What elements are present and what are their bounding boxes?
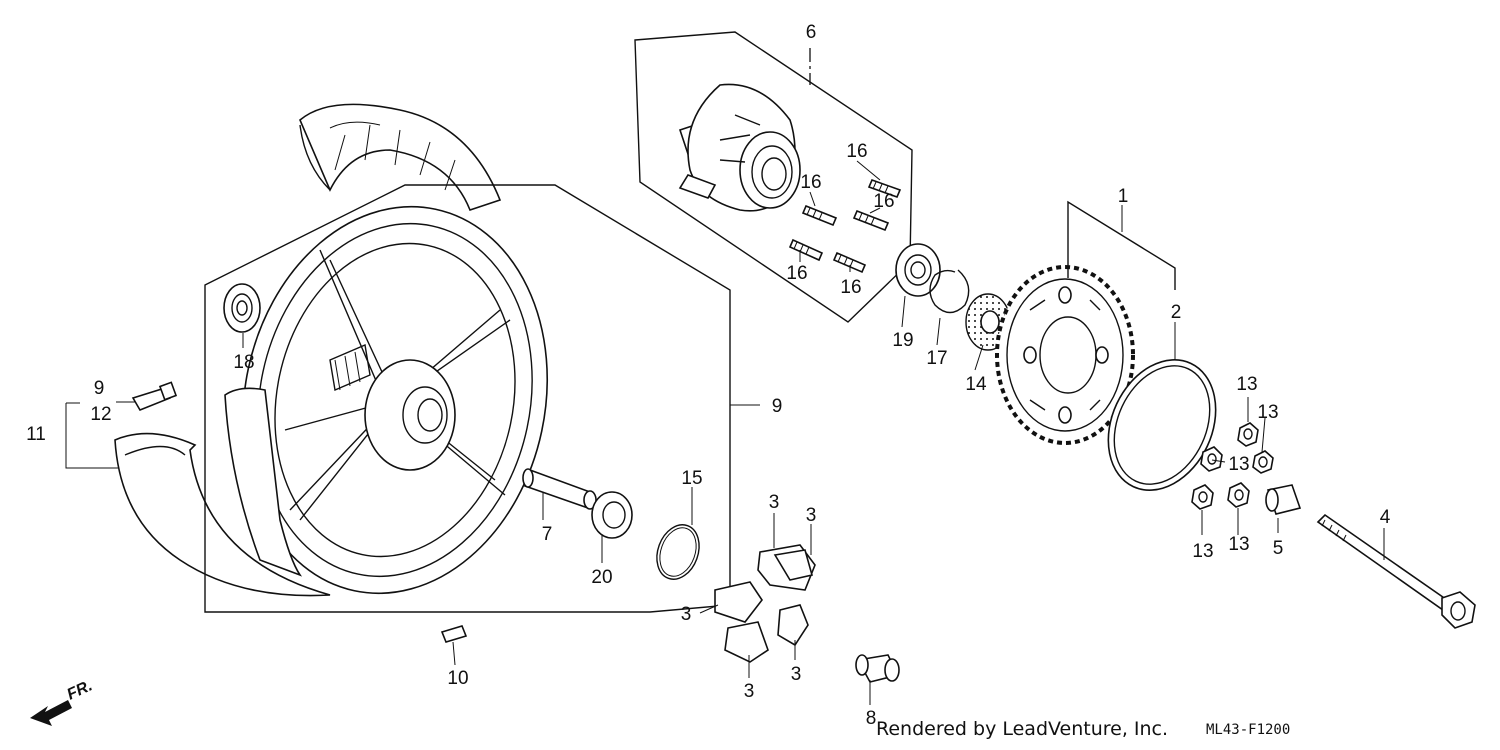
- spacer-7: [522, 468, 597, 510]
- nuts-13: [1191, 422, 1274, 510]
- label-part-19: 19: [892, 330, 913, 351]
- bearing-18: [223, 283, 261, 333]
- hub-6: [678, 83, 801, 212]
- bolt-4: [1316, 513, 1476, 629]
- collar-8: [855, 654, 900, 683]
- part-labels: 1 2 3 3 3 3 3 4 5 6 7 8 9 9 10 11 12 13 …: [26, 22, 1391, 729]
- label-part-3: 3: [744, 681, 755, 702]
- label-part-13: 13: [1192, 541, 1213, 562]
- ring-2: [1107, 359, 1217, 491]
- bearing-19: [895, 243, 941, 297]
- label-part-13: 13: [1228, 534, 1249, 555]
- leader-lines: [65, 48, 1385, 705]
- o-ring-15: [656, 524, 700, 580]
- label-part-9: 9: [772, 396, 783, 417]
- valve-12: [131, 381, 178, 411]
- tire: [114, 103, 502, 597]
- label-part-14: 14: [965, 374, 987, 395]
- damper-rubbers: [714, 544, 816, 663]
- front-direction-label: FR.: [65, 677, 96, 703]
- label-part-16: 16: [873, 191, 894, 212]
- label-part-12: 12: [90, 404, 111, 425]
- label-part-16: 16: [840, 277, 861, 298]
- clip-10: [440, 625, 468, 643]
- label-part-16: 16: [786, 263, 807, 284]
- label-part-9: 9: [94, 378, 105, 399]
- group-bracket-1: [1067, 200, 1176, 290]
- label-part-13: 13: [1228, 454, 1249, 475]
- label-part-1: 1: [1118, 186, 1129, 207]
- sprocket-1: [995, 265, 1135, 445]
- label-part-11: 11: [26, 424, 46, 445]
- label-part-16: 16: [846, 141, 867, 162]
- front-direction-arrow: FR.: [30, 677, 95, 726]
- label-part-15: 15: [681, 468, 702, 489]
- label-part-10: 10: [447, 668, 468, 689]
- label-part-18: 18: [233, 352, 254, 373]
- label-part-13: 13: [1257, 402, 1278, 423]
- bearing-20: [591, 491, 633, 539]
- label-part-17: 17: [926, 348, 947, 369]
- label-part-6: 6: [806, 22, 817, 43]
- label-part-8: 8: [866, 708, 877, 729]
- label-part-3: 3: [769, 492, 780, 513]
- label-part-3: 3: [806, 505, 817, 526]
- wheel-assembly-outline: [204, 184, 731, 613]
- label-part-2: 2: [1171, 302, 1182, 323]
- label-part-7: 7: [542, 524, 553, 545]
- collar-5: [1265, 484, 1302, 515]
- label-part-13: 13: [1236, 374, 1257, 395]
- credit-text: Rendered by LeadVenture, Inc.: [876, 718, 1169, 740]
- studs-16: [788, 178, 902, 274]
- label-part-20: 20: [591, 567, 612, 588]
- label-part-3: 3: [681, 604, 692, 625]
- diagram-code: ML43-F1200: [1206, 722, 1291, 738]
- label-part-16: 16: [800, 172, 821, 193]
- label-part-3: 3: [791, 664, 802, 685]
- label-part-5: 5: [1273, 538, 1284, 559]
- circlip-17: [929, 269, 970, 314]
- label-part-4: 4: [1380, 507, 1391, 528]
- rear-wheel: [224, 205, 549, 595]
